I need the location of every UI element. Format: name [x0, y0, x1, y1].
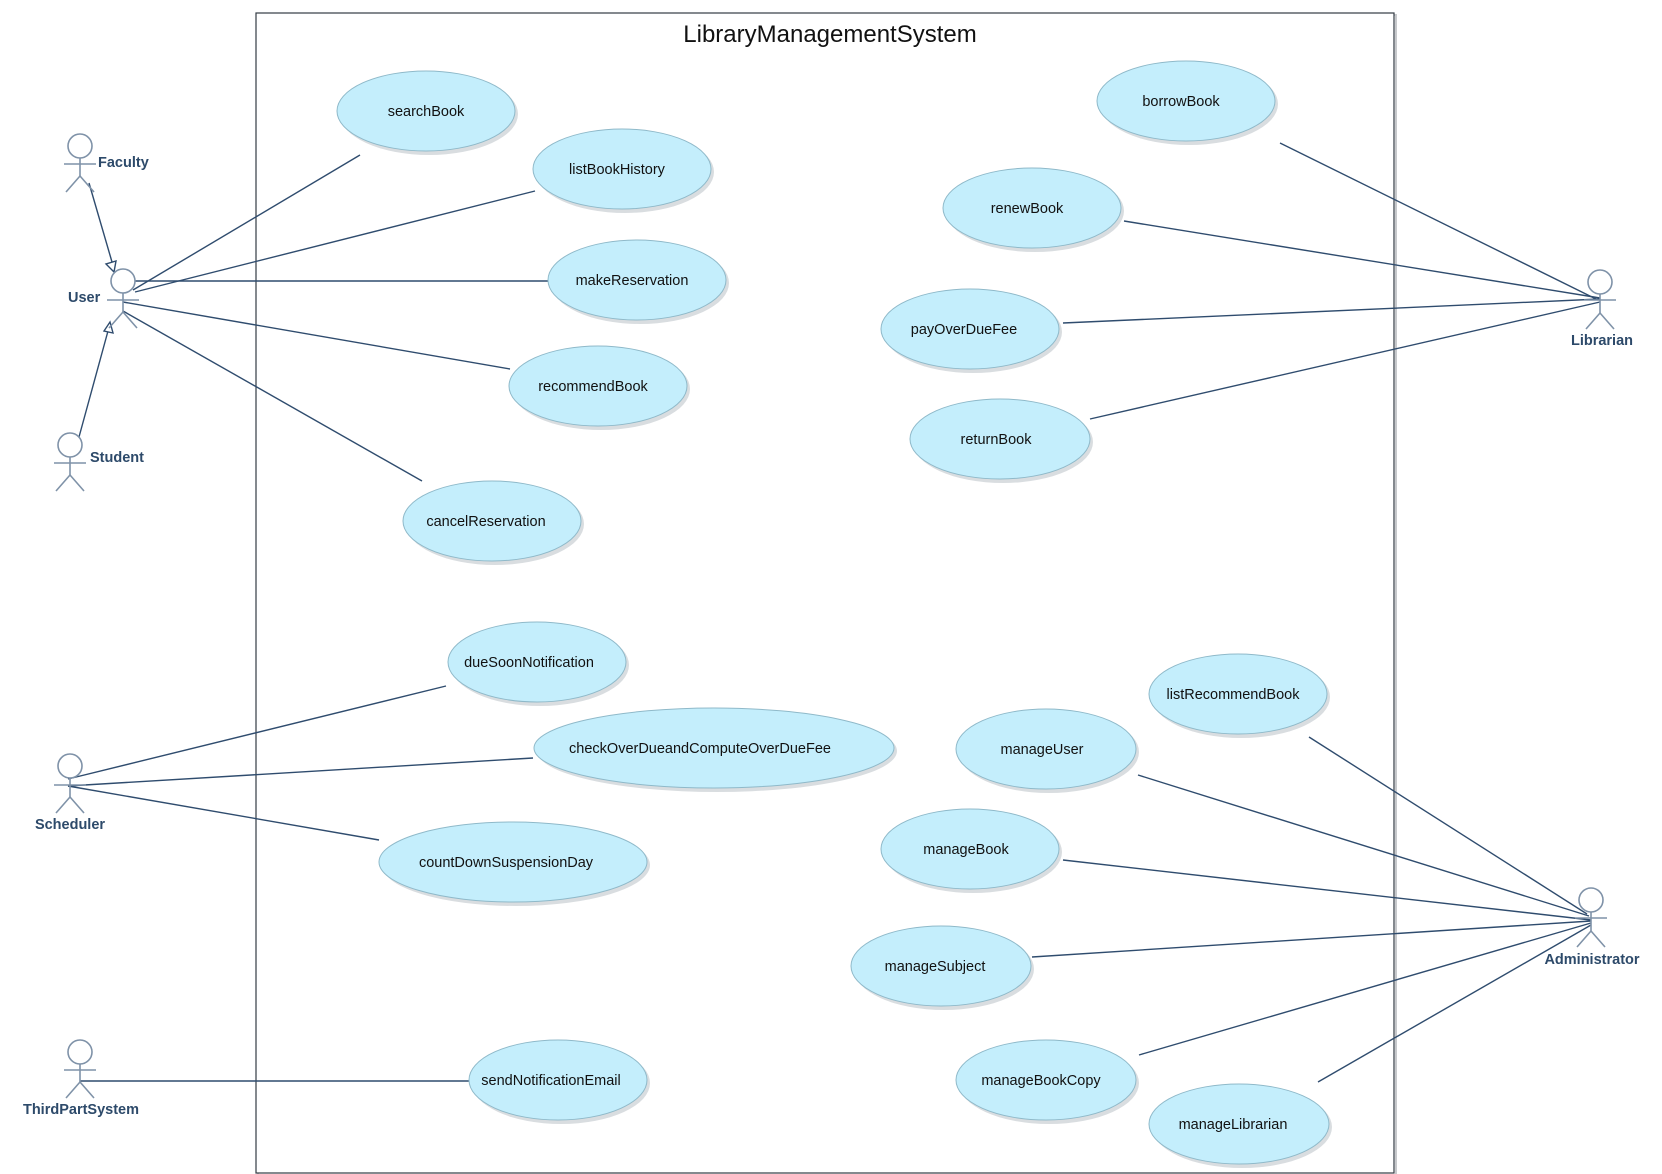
use-case-cancelReservation[interactable]: cancelReservation	[402, 480, 584, 565]
use-case-label: searchBook	[388, 104, 465, 120]
use-case-label: payOverDueFee	[911, 322, 1017, 338]
assoc-scheduler-checkOverDue	[67, 757, 534, 787]
assoc-admin-manageLibrarian	[1317, 924, 1592, 1083]
use-case-label: makeReservation	[576, 273, 689, 289]
assoc-user-recommendBook	[122, 301, 511, 370]
actors: Faculty User Student	[23, 133, 1640, 1118]
actor-thirdpartsystem[interactable]: ThirdPartSystem	[23, 1039, 139, 1118]
actor-user[interactable]: User	[68, 268, 139, 329]
use-case-label: sendNotificationEmail	[481, 1073, 620, 1089]
use-case-label: renewBook	[991, 201, 1064, 217]
use-case-countDownSuspensionDay[interactable]: countDownSuspensionDay	[378, 821, 650, 906]
actor-administrator[interactable]: Administrator	[1544, 887, 1640, 968]
stick-figure-icon	[64, 133, 96, 193]
use-case-renewBook[interactable]: renewBook	[942, 167, 1124, 252]
stick-figure-icon	[54, 432, 86, 492]
use-case-label: listBookHistory	[569, 162, 666, 178]
use-case-searchBook[interactable]: searchBook	[336, 70, 518, 155]
actor-label: Administrator	[1544, 952, 1639, 968]
use-case-label: dueSoonNotification	[464, 655, 594, 671]
use-case-dueSoonNotification[interactable]: dueSoonNotification	[447, 621, 629, 706]
use-case-listRecommendBook[interactable]: listRecommendBook	[1148, 653, 1330, 738]
generalization-arrowhead-faculty	[104, 260, 117, 274]
use-cases: searchBook listBookHistory makeReservati…	[336, 60, 1332, 1168]
actor-label: Student	[90, 450, 144, 466]
actor-student[interactable]: Student	[54, 432, 144, 492]
use-case-label: manageBook	[923, 842, 1009, 858]
assoc-user-searchBook	[132, 154, 361, 291]
actor-label: Faculty	[98, 155, 149, 171]
use-case-label: manageSubject	[885, 959, 986, 975]
use-case-recommendBook[interactable]: recommendBook	[508, 345, 690, 430]
use-case-label: manageBookCopy	[981, 1073, 1101, 1089]
actor-scheduler[interactable]: Scheduler	[35, 753, 105, 833]
assoc-librarian-payOverDueFee	[1062, 298, 1601, 324]
use-case-label: manageLibrarian	[1179, 1117, 1288, 1133]
actor-label: Librarian	[1571, 333, 1633, 349]
system-title: LibraryManagementSystem	[683, 21, 976, 48]
use-case-borrowBook[interactable]: borrowBook	[1096, 60, 1278, 145]
use-case-label: returnBook	[961, 432, 1033, 448]
use-case-label: countDownSuspensionDay	[419, 855, 594, 871]
use-case-label: cancelReservation	[426, 514, 545, 530]
use-case-manageLibrarian[interactable]: manageLibrarian	[1148, 1083, 1332, 1168]
assoc-scheduler-dueSoonNotification	[67, 685, 447, 780]
actor-label: ThirdPartSystem	[23, 1102, 139, 1118]
stick-figure-icon	[54, 753, 86, 814]
use-case-manageUser[interactable]: manageUser	[955, 708, 1139, 793]
associations	[67, 142, 1601, 1083]
assoc-user-cancelReservation	[122, 310, 423, 482]
use-case-label: borrowBook	[1142, 94, 1220, 110]
use-case-payOverDueFee[interactable]: payOverDueFee	[880, 288, 1062, 373]
use-case-label: listRecommendBook	[1167, 687, 1301, 703]
use-case-manageBookCopy[interactable]: manageBookCopy	[955, 1039, 1139, 1124]
assoc-admin-manageUser	[1137, 774, 1590, 917]
use-case-manageSubject[interactable]: manageSubject	[850, 925, 1034, 1010]
assoc-admin-manageSubject	[1031, 920, 1592, 958]
assoc-user-listBookHistory	[134, 190, 536, 293]
assoc-scheduler-countDownSuspensionDay	[67, 785, 380, 841]
assoc-librarian-borrowBook	[1279, 142, 1599, 301]
generalization-student-user	[78, 330, 109, 438]
actor-label: User	[68, 290, 101, 306]
use-case-manageBook[interactable]: manageBook	[880, 808, 1062, 893]
use-case-label: manageUser	[1000, 742, 1083, 758]
stick-figure-icon	[107, 268, 139, 329]
use-case-label: checkOverDueandComputeOverDueFee	[569, 741, 831, 757]
stick-figure-icon	[64, 1039, 96, 1099]
assoc-admin-manageBookCopy	[1138, 922, 1592, 1056]
use-case-sendNotificationEmail[interactable]: sendNotificationEmail	[468, 1039, 650, 1124]
actor-faculty[interactable]: Faculty	[64, 133, 149, 193]
assoc-librarian-returnBook	[1089, 301, 1601, 420]
generalization-faculty-user	[88, 182, 113, 263]
use-case-label: recommendBook	[538, 379, 648, 395]
assoc-librarian-renewBook	[1123, 220, 1601, 299]
assoc-admin-manageBook	[1062, 859, 1592, 921]
use-case-makeReservation[interactable]: makeReservation	[547, 239, 729, 324]
assoc-admin-listRecommendBook	[1308, 736, 1588, 915]
use-case-checkOverDueandComputeOverDueFee[interactable]: checkOverDueandComputeOverDueFee	[533, 707, 897, 792]
use-case-listBookHistory[interactable]: listBookHistory	[532, 128, 714, 213]
actor-librarian[interactable]: Librarian	[1571, 269, 1633, 349]
actor-label: Scheduler	[35, 817, 105, 833]
stick-figure-icon	[1584, 269, 1616, 330]
use-case-returnBook[interactable]: returnBook	[909, 398, 1093, 483]
stick-figure-icon	[1575, 887, 1607, 948]
system-boundary: LibraryManagementSystem	[255, 12, 1397, 1174]
generalizations	[78, 182, 117, 438]
